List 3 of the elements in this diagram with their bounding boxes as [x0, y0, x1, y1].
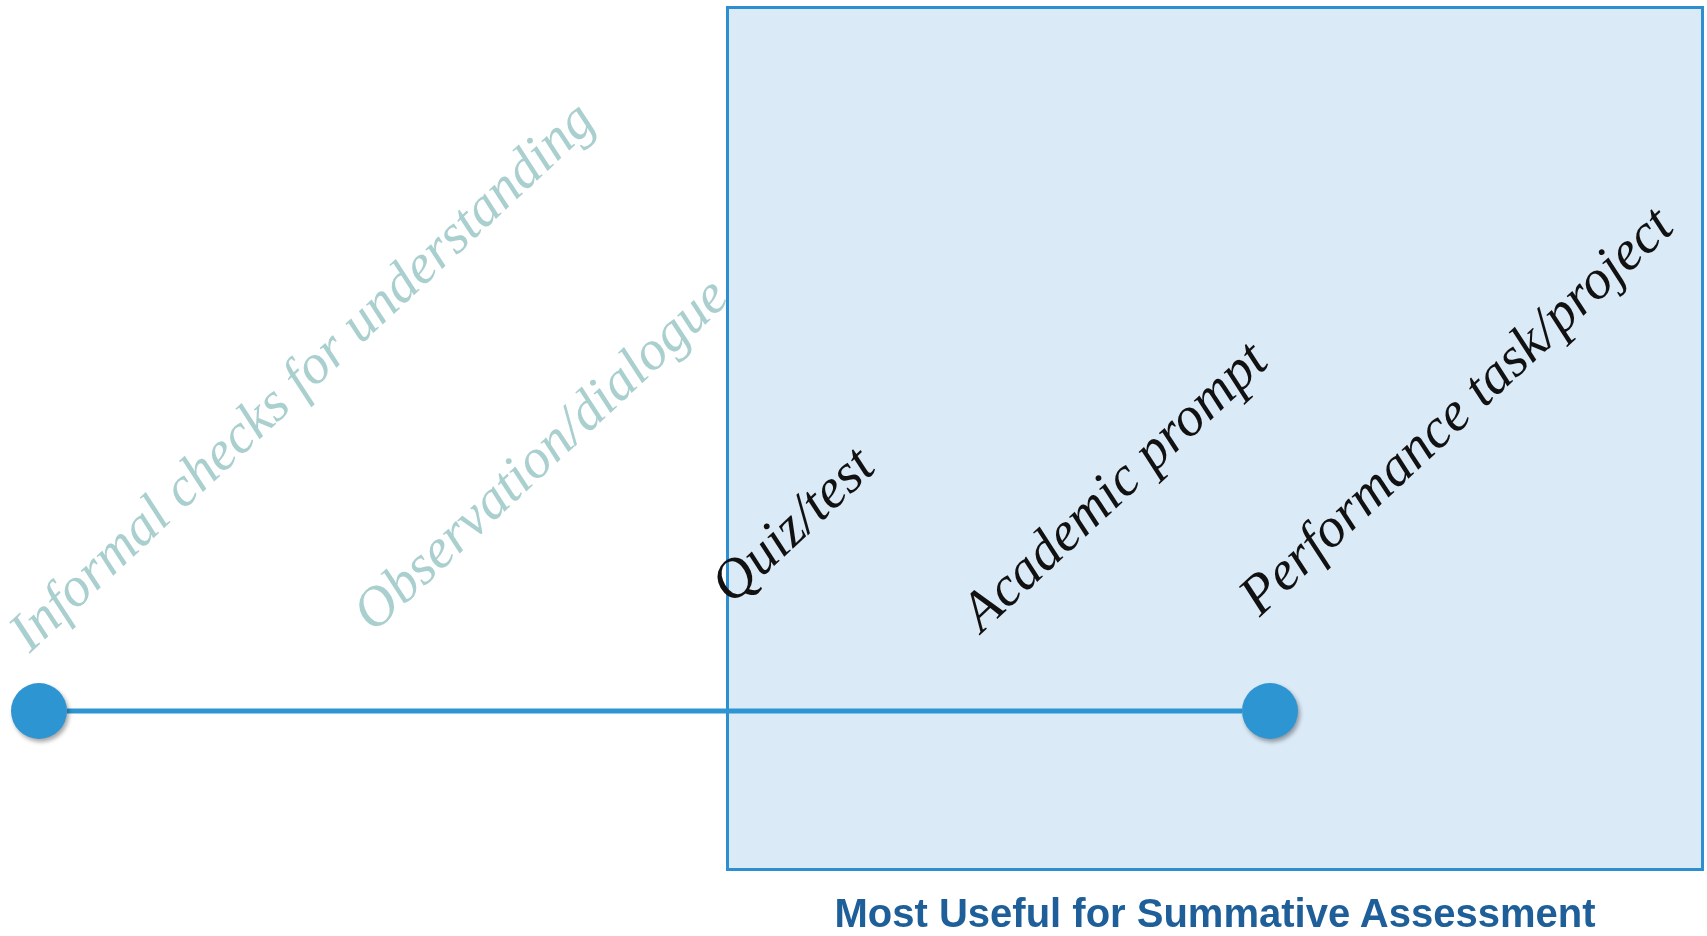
- endpoint-dot: [11, 683, 67, 739]
- region-caption: Most Useful for Summative Assessment: [833, 891, 1597, 936]
- connector-line: [67, 708, 1242, 714]
